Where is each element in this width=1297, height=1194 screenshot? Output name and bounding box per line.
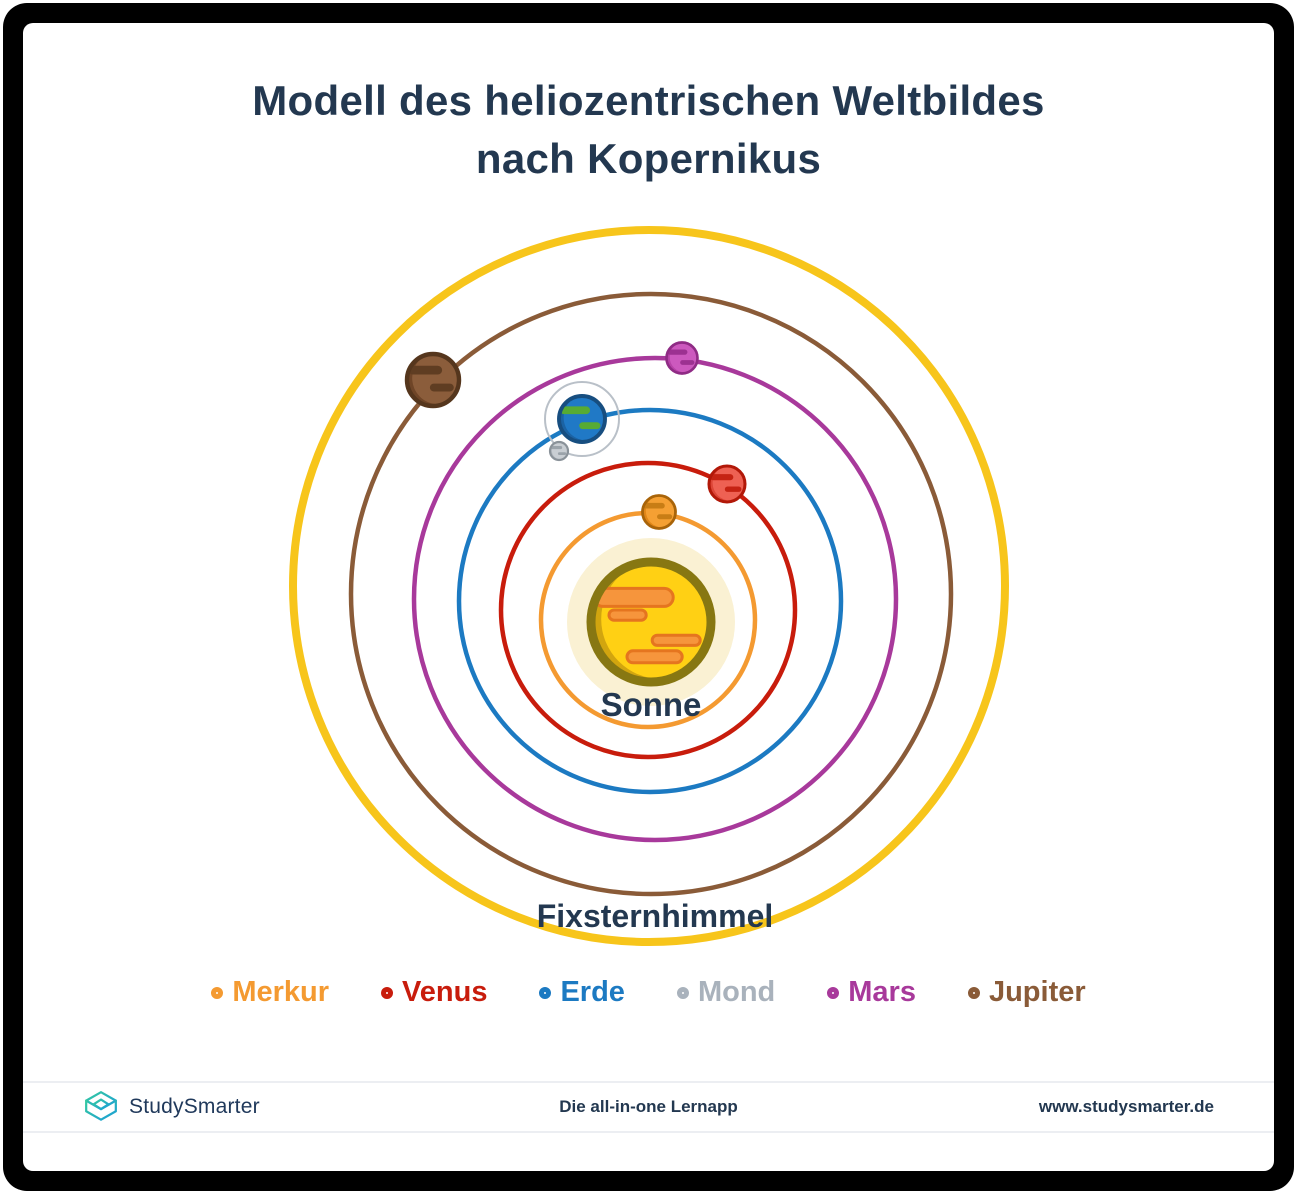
sun-label: Sonne [600, 686, 702, 723]
planet-legend: Merkur Venus Erde Mond Mars Jupiter [23, 976, 1274, 1009]
planet-jupiter [404, 351, 462, 409]
mond-ring-icon [676, 986, 689, 999]
planet-mars [665, 341, 699, 375]
planet-erde [557, 394, 607, 444]
orbit-venus [498, 460, 798, 760]
page-title-line1: Modell des heliozentrischen Weltbildes [252, 77, 1045, 124]
page-title: Modell des heliozentrischen Weltbildes n… [0, 72, 1297, 188]
planet-venus [707, 464, 747, 504]
footer-tagline: Die all-in-one Lernapp [559, 1097, 738, 1116]
legend-label-mars: Mars [848, 976, 916, 1008]
legend-label-jupiter: Jupiter [988, 976, 1086, 1008]
orbit-jupiter [348, 291, 954, 897]
page-title-line2: nach Kopernikus [475, 135, 822, 182]
legend-item-venus: Venus [381, 976, 487, 1009]
legend-item-merkur: Merkur [211, 976, 329, 1009]
jupiter-ring-icon [967, 986, 980, 999]
footer-brand: StudySmarter [83, 1089, 559, 1125]
orbit-mond [544, 381, 620, 457]
legend-label-merkur: Merkur [232, 976, 330, 1008]
mars-ring-icon [827, 986, 840, 999]
legend-label-mond: Mond [697, 976, 776, 1008]
planet-mond [548, 440, 570, 462]
legend-item-mars: Mars [827, 976, 916, 1009]
studysmarter-logo-icon [85, 1091, 117, 1121]
legend-item-erde: Erde [539, 976, 625, 1009]
legend-item-jupiter: Jupiter [967, 976, 1086, 1009]
sun [567, 538, 735, 706]
footer-bar: StudySmarter Die all-in-one Lernapp www.… [23, 1081, 1274, 1133]
planet-merkur [641, 494, 677, 530]
orbit-erde [456, 407, 844, 795]
fixsternhimmel-label: Fixsternhimmel [536, 898, 774, 934]
erde-ring-icon [539, 986, 552, 999]
legend-label-venus: Venus [402, 976, 488, 1008]
merkur-ring-icon [211, 986, 224, 999]
orbit-fixsternhimmel [289, 226, 1009, 946]
orbit-mars [411, 355, 899, 843]
footer-website: www.studysmarter.de [1038, 1097, 1214, 1116]
legend-item-mond: Mond [676, 976, 776, 1009]
legend-label-erde: Erde [560, 976, 625, 1008]
brand-name: StudySmarter [129, 1095, 260, 1118]
venus-ring-icon [381, 986, 394, 999]
